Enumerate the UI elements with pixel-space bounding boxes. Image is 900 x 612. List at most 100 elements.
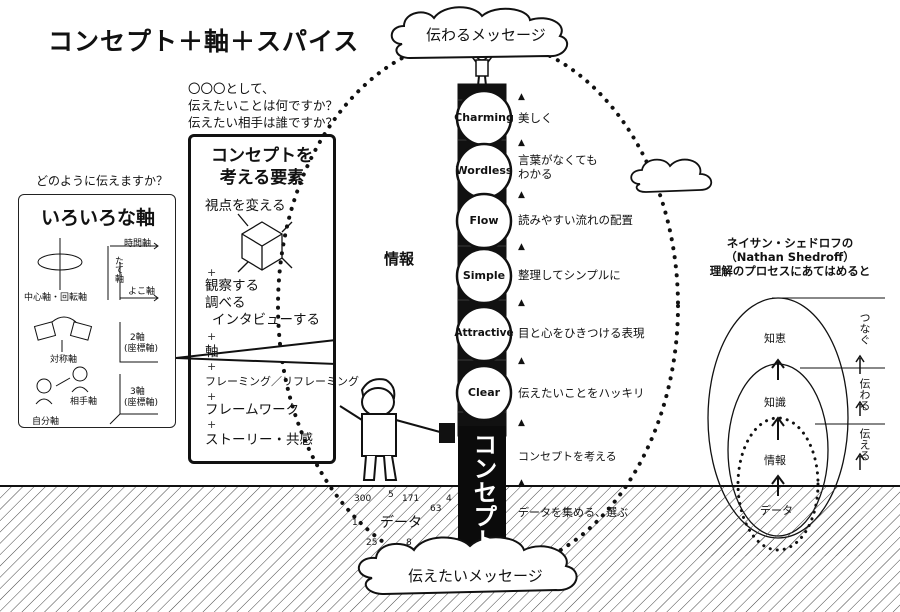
left-question: どのように伝えますか？: [36, 174, 169, 188]
plus-sign: +: [207, 266, 217, 279]
info-ellipse: [276, 36, 680, 576]
top-cloud-icon: [390, 6, 569, 60]
side-label-conveyed: 伝わる: [858, 378, 871, 411]
elements-box-heading: コンセプトを 考える要素: [191, 145, 333, 189]
axis-label-3axis: 3軸: [130, 387, 145, 397]
axes-diagrams: [33, 238, 159, 425]
shedroff-caption-line: ネイサン・シェドロフの: [726, 236, 854, 250]
elements-box: コンセプトを 考える要素: [188, 134, 336, 464]
data-label: データ: [380, 515, 422, 531]
bottom-cloud-icon: [358, 536, 578, 596]
element-item: 調べる: [205, 295, 246, 311]
step-label-clear: Clear: [467, 386, 501, 399]
element-item: 軸: [205, 344, 219, 360]
step-circles: [455, 89, 513, 422]
axes-box-heading: いろいろな軸: [41, 207, 156, 229]
page-title: コンセプト＋軸＋スパイス: [48, 27, 360, 56]
step-desc: わかる: [518, 167, 553, 181]
axis-label-vertical: たて軸: [113, 256, 123, 283]
up-arrow-icon: ▲: [518, 356, 525, 366]
up-arrow-icon: ▲: [518, 92, 525, 102]
step-label-flow: Flow: [469, 214, 499, 227]
data-number: 1: [352, 518, 358, 528]
tower-label: コンセプト: [469, 432, 497, 552]
axis-label-2axis: 2軸: [130, 333, 145, 343]
step-label-charming: Charming: [454, 111, 514, 124]
element-item: 視点を変える: [205, 198, 286, 214]
info-label: 情報: [384, 250, 415, 268]
plus-sign: +: [207, 418, 217, 431]
plus-sign: +: [207, 330, 217, 343]
axis-label-center: 中心軸・回転軸: [24, 293, 88, 303]
side-label-convey: 伝える: [858, 428, 871, 461]
side-up-arrow: [855, 354, 865, 374]
shedroff-up-arrow: [771, 474, 785, 496]
data-number: 63: [430, 504, 442, 514]
element-item: ストーリー・共感: [205, 432, 313, 448]
cube-icon: [237, 213, 293, 273]
step-desc: 言葉がなくても: [518, 153, 598, 167]
element-item: フレームワーク: [205, 402, 300, 418]
up-arrow-icon: ▲: [518, 138, 525, 148]
side-up-arrow: [855, 452, 865, 470]
data-number: 4: [446, 494, 452, 504]
layer-information: 情報: [764, 454, 786, 467]
data-number: 5: [388, 490, 394, 500]
step-label-wordless: Wordless: [455, 164, 513, 177]
worker-figure-icon: [339, 378, 455, 481]
element-item: インタビューする: [212, 312, 320, 328]
top-question-line: 伝えたい相手は誰ですか？: [188, 115, 339, 130]
information-ellipse: [736, 416, 820, 552]
step-label-simple: Simple: [462, 269, 506, 282]
shedroff-caption-line: （Nathan Shedroff）: [725, 250, 855, 264]
element-item: 観察する: [205, 278, 259, 294]
axis-label-self: 自分軸: [32, 417, 60, 427]
ground-patch: [700, 486, 860, 556]
axis-label-3axis-sub: (座標軸): [124, 398, 159, 408]
layer-knowledge: 知識: [764, 396, 786, 409]
side-up-arrow: [855, 400, 865, 416]
step-desc: 整理してシンプルに: [518, 268, 621, 282]
side-cloud-icon: [630, 158, 713, 193]
step-desc: 伝えたいことをハッキリ: [518, 386, 645, 400]
plus-sign: +: [207, 390, 217, 403]
axis-label-time: 時間軸: [124, 239, 152, 249]
axis-label-symmetry: 対称軸: [50, 355, 78, 365]
top-question-line: 伝えたいことは何ですか？: [188, 98, 339, 113]
layer-wisdom: 知恵: [764, 332, 786, 345]
axis-label-horizontal: よこ軸: [128, 287, 156, 297]
plus-sign: +: [207, 360, 217, 373]
up-arrow-icon: ▲: [518, 298, 525, 308]
shedroff-caption: ネイサン・シェドロフの （Nathan Shedroff） 理解のプロセスにあて…: [690, 236, 890, 278]
axes-box: いろいろな軸: [18, 194, 176, 428]
bottom-cloud-text: 伝えたいメッセージ: [408, 567, 543, 585]
elements-heading-line: 考える要素: [219, 168, 305, 188]
data-number: 25: [366, 538, 378, 548]
element-item: フレーミング／リフレーミング: [205, 375, 359, 388]
top-question: 〇〇〇として、 伝えたいことは何ですか？ 伝えたい相手は誰ですか？: [188, 80, 338, 131]
step-label-attractive: Attractive: [454, 327, 514, 339]
data-number: 300: [354, 494, 372, 504]
shedroff-caption-line: 理解のプロセスにあてはめると: [709, 264, 871, 278]
step-desc: 美しく: [518, 111, 553, 125]
side-label-connect: つなぐ: [858, 312, 871, 345]
shedroff-up-arrow: [771, 358, 785, 380]
axis-label-2axis-sub: (座標軸): [124, 344, 159, 354]
data-number: 171: [402, 494, 420, 504]
layer-data: データ: [760, 504, 793, 517]
up-arrow-icon: ▲: [518, 478, 525, 488]
elements-heading-line: コンセプトを: [211, 146, 313, 166]
step-desc: コンセプトを考える: [518, 450, 617, 463]
shedroff-up-arrow: [771, 416, 785, 440]
up-arrow-icon: ▲: [518, 190, 525, 200]
up-arrow-icon: ▲: [518, 418, 525, 428]
axis-label-partner: 相手軸: [70, 397, 98, 407]
up-arrow-icon: ▲: [518, 242, 525, 252]
step-desc: 読みやすい流れの配置: [518, 213, 633, 227]
top-question-line: 〇〇〇として、: [188, 81, 275, 96]
top-cloud-text: 伝わるメッセージ: [426, 26, 546, 44]
step-desc: データを集める、選ぶ: [518, 506, 628, 519]
step-desc: 目と心をひきつける表現: [518, 326, 645, 340]
data-number: 8: [406, 538, 412, 548]
